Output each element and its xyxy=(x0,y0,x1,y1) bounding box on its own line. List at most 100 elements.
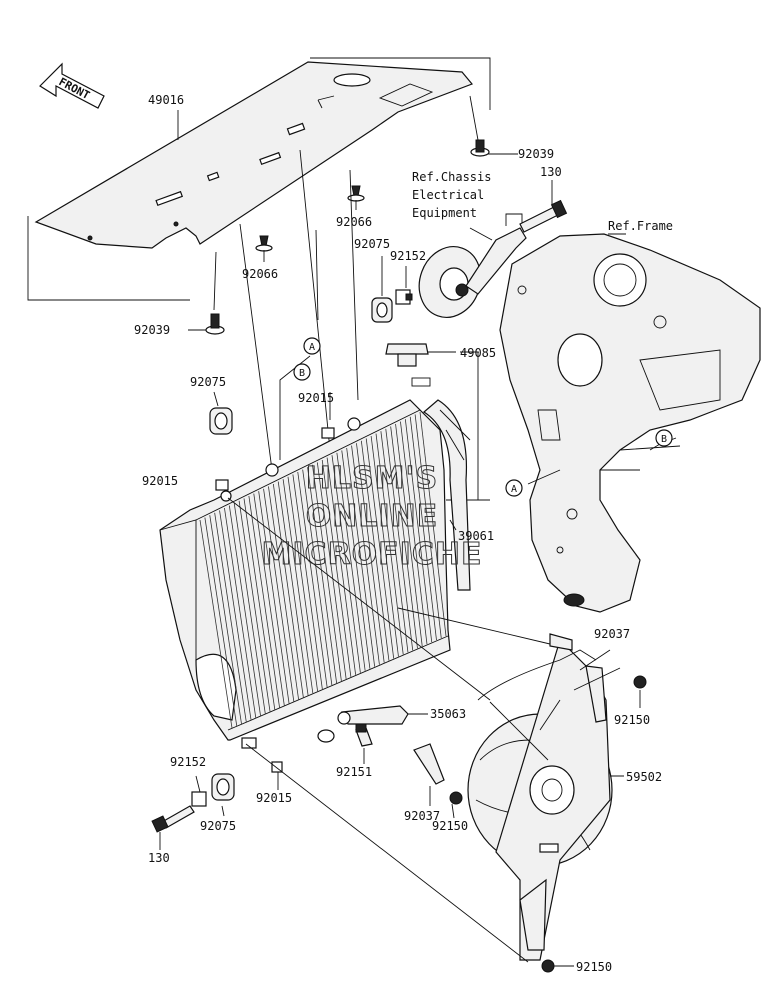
label-92075-bottom: 92075 xyxy=(200,819,236,833)
label-59502: 59502 xyxy=(626,770,662,784)
callout-a-frame: A xyxy=(505,479,523,497)
radiator-fin xyxy=(400,421,428,645)
radiator-hose-part xyxy=(422,399,471,591)
grommet-92075-bottom-part xyxy=(211,773,235,801)
label-92066-a: 92066 xyxy=(336,215,372,229)
nut-92150-mid-part xyxy=(449,791,463,805)
radiator-fin xyxy=(297,471,328,688)
callout-b-top: B xyxy=(293,363,311,381)
callout-b-frame: B xyxy=(655,429,673,447)
callout-a-top: A xyxy=(303,337,321,355)
nut-92150-bottom-part xyxy=(541,959,555,973)
svg-text:A: A xyxy=(511,484,517,495)
bolt-92151-part xyxy=(355,723,373,747)
label-ref-chassis-3: Equipment xyxy=(412,206,477,220)
radiator-fin xyxy=(228,505,261,716)
radiator-fin xyxy=(224,507,257,718)
label-92075-top: 92075 xyxy=(354,237,390,251)
label-92150-mid: 92150 xyxy=(432,819,468,833)
watermark-line-3: MICROFICHE xyxy=(262,537,483,572)
radiator-fins xyxy=(199,411,447,729)
radiator-fin xyxy=(375,433,404,655)
radiator-fin xyxy=(326,457,357,675)
grommet-92066-b-part xyxy=(255,235,273,252)
radiator-fin xyxy=(336,452,366,671)
label-92015-bottom: 92015 xyxy=(256,791,292,805)
label-ref-chassis-2: Electrical xyxy=(412,188,484,202)
label-92150-right: 92150 xyxy=(614,713,650,727)
label-92037-bottom: 92037 xyxy=(404,809,440,823)
radiator-fin xyxy=(238,500,271,712)
radiator-cap-part xyxy=(385,343,429,367)
watermark-line-2: ONLINE xyxy=(306,499,439,534)
label-35063: 35063 xyxy=(430,707,466,721)
label-49085: 49085 xyxy=(460,346,496,360)
radiator-fin xyxy=(272,483,304,698)
label-92151: 92151 xyxy=(336,765,372,779)
frame-part xyxy=(499,233,761,613)
radiator-fin xyxy=(219,510,252,720)
label-130-top: 130 xyxy=(540,165,562,179)
grommet-92075-top-part xyxy=(371,297,393,323)
radiator-fin xyxy=(258,491,290,704)
label-92152-top: 92152 xyxy=(390,249,426,263)
radiator-core-part xyxy=(159,377,451,773)
radiator-fin xyxy=(263,488,295,702)
radiator-fin xyxy=(409,416,437,641)
label-92037-right: 92037 xyxy=(594,627,630,641)
svg-text:A: A xyxy=(309,342,315,353)
label-92150-bottom: 92150 xyxy=(576,960,612,974)
radiator-fin xyxy=(404,419,433,643)
radiator-fin xyxy=(360,440,390,661)
label-92152-bottom: 92152 xyxy=(170,755,206,769)
label-92066-b: 92066 xyxy=(242,267,278,281)
clamp-92037-right-part xyxy=(585,665,607,723)
label-92039-left: 92039 xyxy=(134,323,170,337)
bolt-130-bottom-part xyxy=(151,805,195,833)
collar-92152-bottom-part xyxy=(191,791,207,807)
radiator-fin xyxy=(419,411,447,637)
radiator-fin xyxy=(414,414,442,639)
label-92015-b: 92015 xyxy=(142,474,178,488)
radiator-fin xyxy=(307,467,338,684)
radiator-fin xyxy=(351,445,380,665)
radiator-fin xyxy=(209,515,242,724)
clip-92039-top-part xyxy=(470,139,490,157)
radiator-fin xyxy=(346,447,376,667)
front-arrow-icon: FRONT xyxy=(39,62,105,109)
front-arrow-label: FRONT xyxy=(57,75,93,102)
radiator-fin xyxy=(321,459,352,677)
radiator-fin xyxy=(287,476,318,692)
radiator-fin xyxy=(302,469,333,686)
label-130-bottom: 130 xyxy=(148,851,170,865)
fan-assembly-part xyxy=(467,638,613,961)
radiator-cover-part xyxy=(34,61,474,249)
bolt-130-top-part xyxy=(519,199,568,233)
radiator-fin xyxy=(312,464,342,682)
radiator-fin xyxy=(248,495,280,708)
radiator-fin xyxy=(380,431,409,653)
grommet-92075-left-part xyxy=(209,407,233,435)
label-49016: 49016 xyxy=(148,93,184,107)
radiator-fin xyxy=(282,479,314,694)
watermark: HLSM'S ONLINE MICROFICHE xyxy=(261,461,483,573)
radiator-fin xyxy=(233,503,266,714)
label-ref-frame: Ref.Frame xyxy=(608,219,673,233)
radiator-fin xyxy=(268,486,299,700)
label-92015-a: 92015 xyxy=(298,391,334,405)
radiator-fin xyxy=(370,435,399,657)
svg-text:B: B xyxy=(299,368,305,379)
clip-92039-left-part xyxy=(205,313,225,335)
radiator-fin xyxy=(243,498,276,710)
radiator-fin xyxy=(214,512,247,722)
horn-part xyxy=(418,213,527,318)
radiator-fin xyxy=(292,474,323,690)
clamp-92037-bottom-part xyxy=(413,743,445,785)
radiator-fin xyxy=(316,462,347,679)
label-92039-top: 92039 xyxy=(518,147,554,161)
label-ref-chassis-1: Ref.Chassis xyxy=(412,170,491,184)
label-92075-left: 92075 xyxy=(190,375,226,389)
watermark-line-1: HLSM'S xyxy=(306,461,438,496)
svg-text:B: B xyxy=(661,434,667,445)
